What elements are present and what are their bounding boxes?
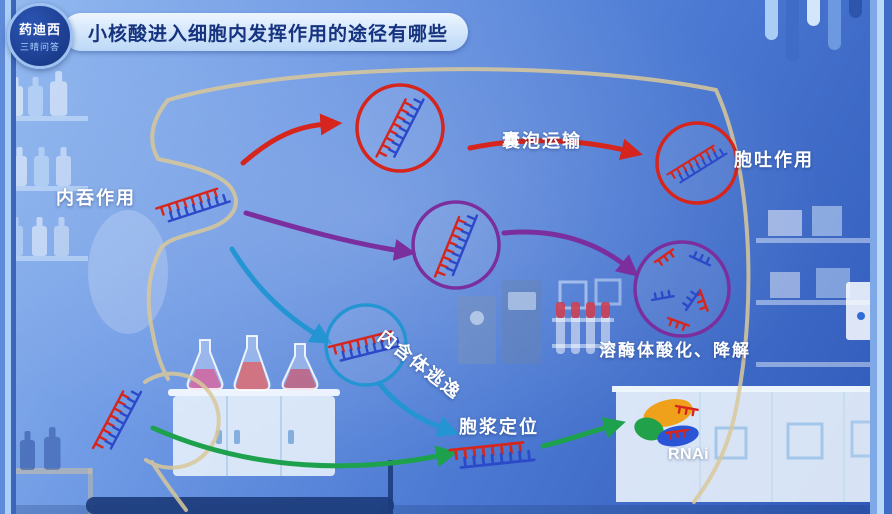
white-silhouette <box>88 210 168 334</box>
rna-duplex-cytoplasm <box>448 440 536 470</box>
label-cytoplasm-localization: 胞浆定位 <box>459 417 539 437</box>
logo-text-line2: 三晴问答 <box>19 42 60 52</box>
label-lysosome-degradation: 溶酶体酸化、降解 <box>599 341 751 360</box>
label-rnai: RNAi <box>668 446 710 463</box>
logo-text-line1: 药迪西 <box>18 22 61 37</box>
pathway-arrows <box>150 113 643 469</box>
right-shelf <box>756 206 876 367</box>
rna-duplex-extracellular <box>155 185 231 225</box>
title-bar: 小核酸进入细胞内发挥作用的途径有哪些 <box>62 13 469 51</box>
left-edge-stripes <box>0 0 16 514</box>
page-title: 小核酸进入细胞内发挥作用的途径有哪些 <box>88 23 449 45</box>
label-vesicle-transport: 囊泡运输 <box>502 131 582 151</box>
decoration-bar <box>849 0 862 18</box>
test-tube-rack <box>552 302 614 354</box>
bottom-cabinets <box>612 386 892 502</box>
top-right-bars <box>765 0 862 62</box>
decoration-bar <box>828 0 841 50</box>
flask-bench <box>168 335 340 476</box>
logo-badge: 药迪西 三晴问答 <box>7 3 73 69</box>
arrow-endosome-to-lysosome <box>501 229 639 277</box>
left-lower-shelf <box>0 427 93 514</box>
lab-background <box>0 71 892 514</box>
vesicle-lysosome <box>633 240 731 338</box>
floor-bar <box>0 460 892 514</box>
arrow-vesicle-transport <box>467 138 643 161</box>
label-exocytosis: 胞吐作用 <box>734 150 814 170</box>
arrow-escape-to-cytoplasm <box>376 380 460 438</box>
left-shelf <box>0 71 88 261</box>
arrow-endocytosis-to-endosome <box>243 210 417 261</box>
arrow-cytoplasm-to-rnai <box>540 417 626 449</box>
rna-duplex-bottom-entry <box>91 383 143 457</box>
lab-instruments <box>458 278 622 364</box>
arrow-endocytosis-to-escape <box>229 246 333 344</box>
decoration-bar <box>807 0 820 26</box>
label-endocytosis: 内吞作用 <box>56 188 136 208</box>
cell-membrane <box>143 67 751 512</box>
arrow-direct-to-cytoplasm <box>150 425 459 469</box>
arrow-endocytosis-to-vesicle <box>240 113 343 166</box>
decoration-bar <box>786 0 799 62</box>
rnai-complex <box>634 399 699 447</box>
right-edge-stripes <box>870 0 892 514</box>
decoration-bar <box>765 0 778 40</box>
